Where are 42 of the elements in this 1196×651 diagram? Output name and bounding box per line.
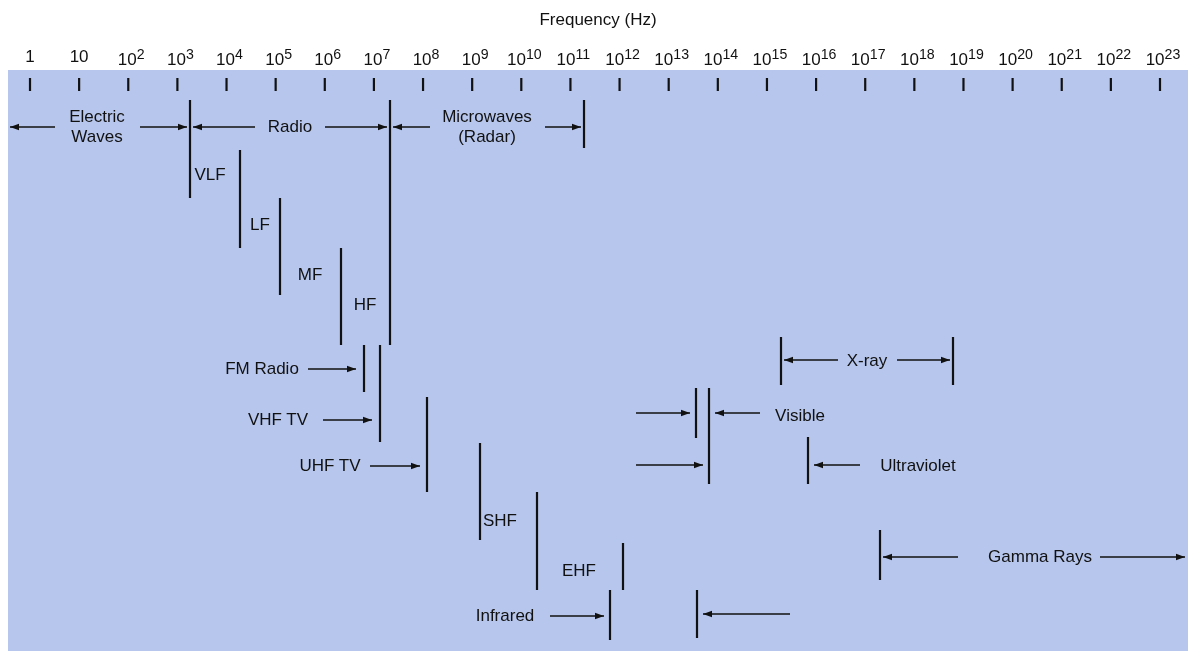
band-label: VHF TV: [247, 410, 309, 430]
tick-label: 10: [69, 47, 89, 67]
band-label: VLF: [194, 165, 226, 185]
tick-label: 10$^{19}$: [949, 44, 984, 71]
tick-label: 10$^{5}$: [265, 44, 293, 71]
tick-label: 10$^{11}$: [556, 44, 591, 71]
band-label: SHF: [483, 511, 517, 531]
band-label: UHF TV: [299, 456, 361, 476]
tick-label: 10$^{22}$: [1096, 44, 1132, 71]
tick-label: 10$^{23}$: [1145, 44, 1181, 71]
tick-label: 10$^{12}$: [605, 44, 640, 71]
band-label: MF: [297, 265, 323, 285]
band-label: Microwaves (Radar): [441, 107, 533, 147]
band-label: X-ray: [846, 351, 888, 371]
tick-label: 10$^{6}$: [314, 44, 342, 71]
tick-label: 1: [25, 47, 35, 67]
tick-label: 10$^{14}$: [703, 44, 739, 71]
tick-label: 10$^{20}$: [998, 44, 1033, 71]
band-label: LF: [250, 215, 270, 235]
band-label: Radio: [267, 117, 313, 137]
tick-label: 10$^{10}$: [506, 44, 542, 71]
band-label: FM Radio: [225, 359, 299, 379]
band-label: Electric Waves: [68, 107, 126, 147]
tick-label: 10$^{2}$: [117, 44, 145, 71]
tick-label: 10$^{3}$: [167, 44, 194, 71]
band-label: Gamma Rays: [988, 547, 1092, 567]
tick-label: 10$^{15}$: [752, 44, 788, 71]
tick-label: 10$^{18}$: [900, 44, 935, 71]
tick-label: 10$^{21}$: [1047, 44, 1083, 71]
tick-label: 10$^{7}$: [363, 44, 391, 71]
tick-label: 10$^{8}$: [412, 44, 440, 71]
tick-label: 10$^{17}$: [850, 44, 886, 71]
band-label: EHF: [562, 561, 596, 581]
tick-label: 10$^{13}$: [654, 44, 689, 71]
band-label: Infrared: [475, 606, 535, 626]
tick-label: 10$^{9}$: [461, 44, 489, 71]
tick-label: 10$^{4}$: [216, 44, 243, 71]
band-label: HF: [353, 295, 377, 315]
band-label: Visible: [775, 406, 825, 426]
axis-title: Frequency (Hz): [539, 10, 657, 30]
tick-label: 10$^{16}$: [801, 44, 837, 71]
band-label: Ultraviolet: [880, 456, 956, 476]
